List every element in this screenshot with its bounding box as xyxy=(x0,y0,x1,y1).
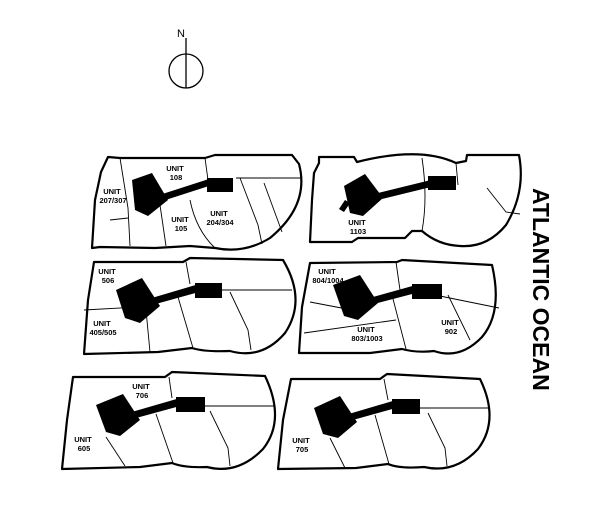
unit-label-405-505: UNIT 405/505 xyxy=(89,319,116,337)
unit-label-108: UNIT 108 xyxy=(166,164,186,182)
unit-label-506: UNIT 506 xyxy=(98,267,118,285)
unit-label-804-1004: UNIT 804/1004 xyxy=(312,267,344,285)
north-arrow-icon: N xyxy=(168,28,204,89)
unit-label-803-1003: UNIT 803/1003 xyxy=(351,325,382,343)
unit-label-207-307: UNIT 207/307 xyxy=(99,187,126,205)
unit-label-902: UNIT 902 xyxy=(441,318,461,336)
floor-plan-top-right: UNIT 1103 xyxy=(308,153,522,248)
unit-label-705: UNIT 705 xyxy=(292,436,312,454)
floor-plan-middle-right: UNIT 804/1004 UNIT 803/1003 UNIT 902 xyxy=(297,258,500,355)
north-label: N xyxy=(177,28,185,40)
unit-label-204-304: UNIT 204/304 xyxy=(206,209,234,227)
floor-plan-bottom-left: UNIT 706 UNIT 605 xyxy=(60,370,277,471)
unit-label-706: UNIT 706 xyxy=(132,382,152,400)
floor-plan-top-left: UNIT 108 UNIT 207/307 UNIT 105 UNIT 204/… xyxy=(90,153,303,251)
unit-label-105: UNIT 105 xyxy=(171,215,191,233)
unit-label-605: UNIT 605 xyxy=(74,435,94,453)
floor-plan-middle-left: UNIT 506 UNIT 405/505 xyxy=(82,256,297,356)
unit-label-1103: UNIT 1103 xyxy=(348,218,368,236)
ocean-label: ATLANTIC OCEAN xyxy=(528,188,554,391)
floor-plan-bottom-right: UNIT 705 xyxy=(276,372,491,471)
